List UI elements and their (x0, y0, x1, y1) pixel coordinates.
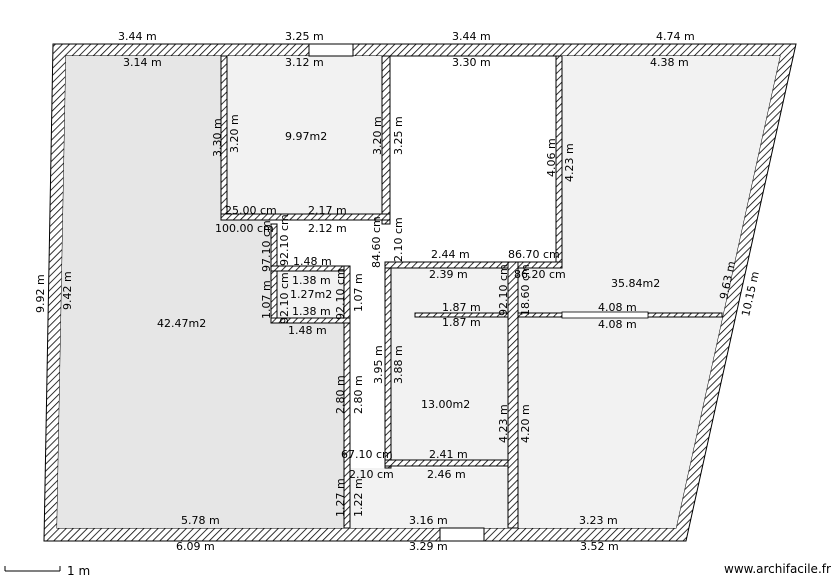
opening-partition (561, 311, 649, 319)
dim-label: 3.25 m (285, 30, 324, 43)
wall-corridor-left (343, 322, 351, 529)
dim-label: 2.80 m (334, 375, 347, 414)
dim-label: 6.09 m (176, 540, 215, 553)
living-room-floor (57, 56, 347, 528)
dim-label: 92.10 cm (278, 272, 291, 324)
area-center-room: 13.00m2 (421, 398, 470, 411)
dim-label: 2.80 m (352, 375, 365, 414)
dim-label: 86.20 cm (514, 268, 566, 281)
small-room-floor (277, 271, 344, 318)
dim-label: 4.08 m (598, 318, 637, 331)
area-small-room: 1.27m2 (290, 288, 332, 301)
dim-label: 4.08 m (598, 301, 637, 314)
area-living: 42.47m2 (157, 317, 206, 330)
dim-label: 4.38 m (650, 56, 689, 69)
dim-label: 84.60 cm (370, 216, 383, 268)
dim-label: 67.10 cm (341, 448, 393, 461)
dim-label: 92.10 cm (497, 264, 510, 316)
dim-label: 2.12 m (308, 222, 347, 235)
dim-label: 3.14 m (123, 56, 162, 69)
dim-label: 2.44 m (431, 248, 470, 261)
dim-label: 3.44 m (118, 30, 157, 43)
dim-label: 4.23 m (563, 143, 576, 182)
bottom-room-floor (350, 468, 508, 528)
dim-label: 3.29 m (409, 540, 448, 553)
dim-label: 18.60 cm (519, 264, 532, 316)
dim-label: 1.07 m (260, 280, 273, 319)
dim-label: 3.95 m (372, 345, 385, 384)
dim-label: 3.25 m (392, 116, 405, 155)
dim-label: 3.16 m (409, 514, 448, 527)
dim-label: 3.12 m (285, 56, 324, 69)
top-room-floor (227, 56, 382, 214)
dim-label: 9.92 m (34, 274, 47, 313)
dim-label: 3.44 m (452, 30, 491, 43)
dim-label: 4.74 m (656, 30, 695, 43)
wall-center-right (507, 261, 519, 529)
wall-room2-right (381, 55, 391, 225)
dim-label: 2.10 cm (349, 468, 394, 481)
wall-small-bottom (270, 317, 351, 324)
wall-partition-187 (414, 312, 509, 318)
dim-label: 1.87 m (442, 301, 481, 314)
dim-label: 1.38 m (292, 274, 331, 287)
wall-center-left (384, 261, 392, 469)
dim-label: 1.48 m (288, 324, 327, 337)
dim-label: 2.10 cm (392, 217, 405, 262)
dim-label: 9.42 m (61, 271, 74, 310)
dim-label: 3.20 m (371, 116, 384, 155)
scale-bar (4, 566, 61, 572)
dim-label: 5.78 m (181, 514, 220, 527)
dim-label: 1.27 m (334, 478, 347, 517)
dim-label: 3.52 m (580, 540, 619, 553)
center-room-floor (391, 268, 508, 460)
dim-label: 1.87 m (442, 316, 481, 329)
dim-label: 4.23 m (497, 404, 510, 443)
dim-label: 2.46 m (427, 468, 466, 481)
dim-label: 3.30 m (211, 118, 224, 157)
window-top (308, 43, 354, 57)
dim-label: 25.00 cm (225, 204, 277, 217)
dim-label: 3.88 m (392, 345, 405, 384)
dim-label: 97.10 cm (260, 220, 273, 272)
dim-label: 1.48 m (293, 255, 332, 268)
dim-label: 1.38 m (292, 305, 331, 318)
area-top-room: 9.97m2 (285, 130, 327, 143)
wall-center-bottom (384, 459, 509, 467)
dim-label: 100.00 cm (215, 222, 274, 235)
dim-label: 92.10 cm (278, 214, 291, 266)
dim-label: 1.22 m (352, 478, 365, 517)
area-right-room: 35.84m2 (611, 277, 660, 290)
dim-label: 3.30 m (452, 56, 491, 69)
dim-label: 4.20 m (519, 404, 532, 443)
dim-label: 2.41 m (429, 448, 468, 461)
dim-label: 4.06 m (545, 138, 558, 177)
dim-label: 1.07 m (352, 273, 365, 312)
scale-label: 1 m (67, 564, 90, 578)
dim-label: 92.10 cm (334, 268, 347, 320)
window-bottom (439, 527, 485, 542)
right-room-floor (518, 56, 780, 528)
watermark: www.archifacile.fr (724, 562, 831, 576)
dim-label: 3.23 m (579, 514, 618, 527)
dim-label: 86.70 cm (508, 248, 560, 261)
dim-label: 2.17 m (308, 204, 347, 217)
wall-room2-bottom (220, 213, 391, 221)
dim-label: 3.20 m (228, 114, 241, 153)
dim-label: 2.39 m (429, 268, 468, 281)
